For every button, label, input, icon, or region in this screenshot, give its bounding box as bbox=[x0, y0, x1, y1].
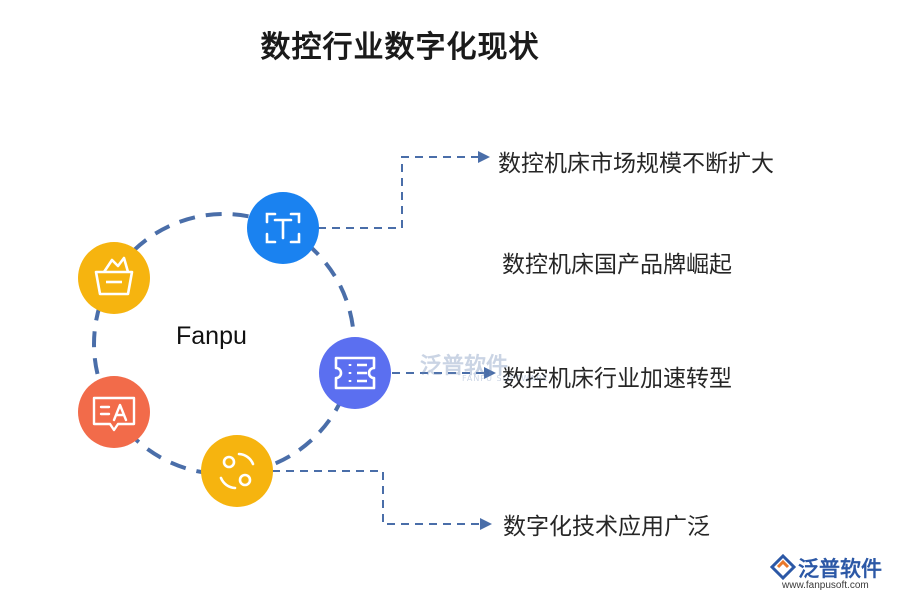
item-market-scale: 数控机床市场规模不断扩大 bbox=[498, 151, 774, 177]
node-basket bbox=[78, 242, 150, 314]
node-cycle bbox=[201, 435, 273, 507]
logo-url: www.fanpusoft.com bbox=[782, 580, 869, 591]
fanpu-logo-icon bbox=[770, 554, 796, 580]
watermark: 泛普软件 bbox=[420, 354, 509, 379]
connector-1 bbox=[318, 156, 478, 229]
logo-text: 泛普软件 bbox=[798, 557, 882, 581]
basket-icon bbox=[94, 256, 134, 296]
arrowhead-3 bbox=[484, 367, 496, 379]
diagram-title: 数控行业数字化现状 bbox=[260, 30, 540, 65]
node-ticket bbox=[319, 337, 391, 409]
node-text bbox=[247, 192, 319, 264]
connector-4 bbox=[272, 470, 480, 525]
node-translate bbox=[78, 376, 150, 448]
list-ticket-icon bbox=[334, 356, 376, 390]
item-domestic-brands: 数控机床国产品牌崛起 bbox=[502, 252, 732, 278]
cycle-icon bbox=[219, 452, 255, 490]
item-digital-tech: 数字化技术应用广泛 bbox=[503, 514, 710, 540]
translate-icon bbox=[92, 396, 136, 432]
item-transformation: 数控机床行业加速转型 bbox=[502, 366, 732, 392]
arrowhead-4 bbox=[480, 518, 492, 530]
center-label: Fanpu bbox=[176, 322, 247, 350]
text-t-icon bbox=[265, 212, 301, 244]
watermark-sub: FANPU SOFTWARE bbox=[462, 374, 549, 383]
arrowhead-1 bbox=[478, 151, 490, 163]
